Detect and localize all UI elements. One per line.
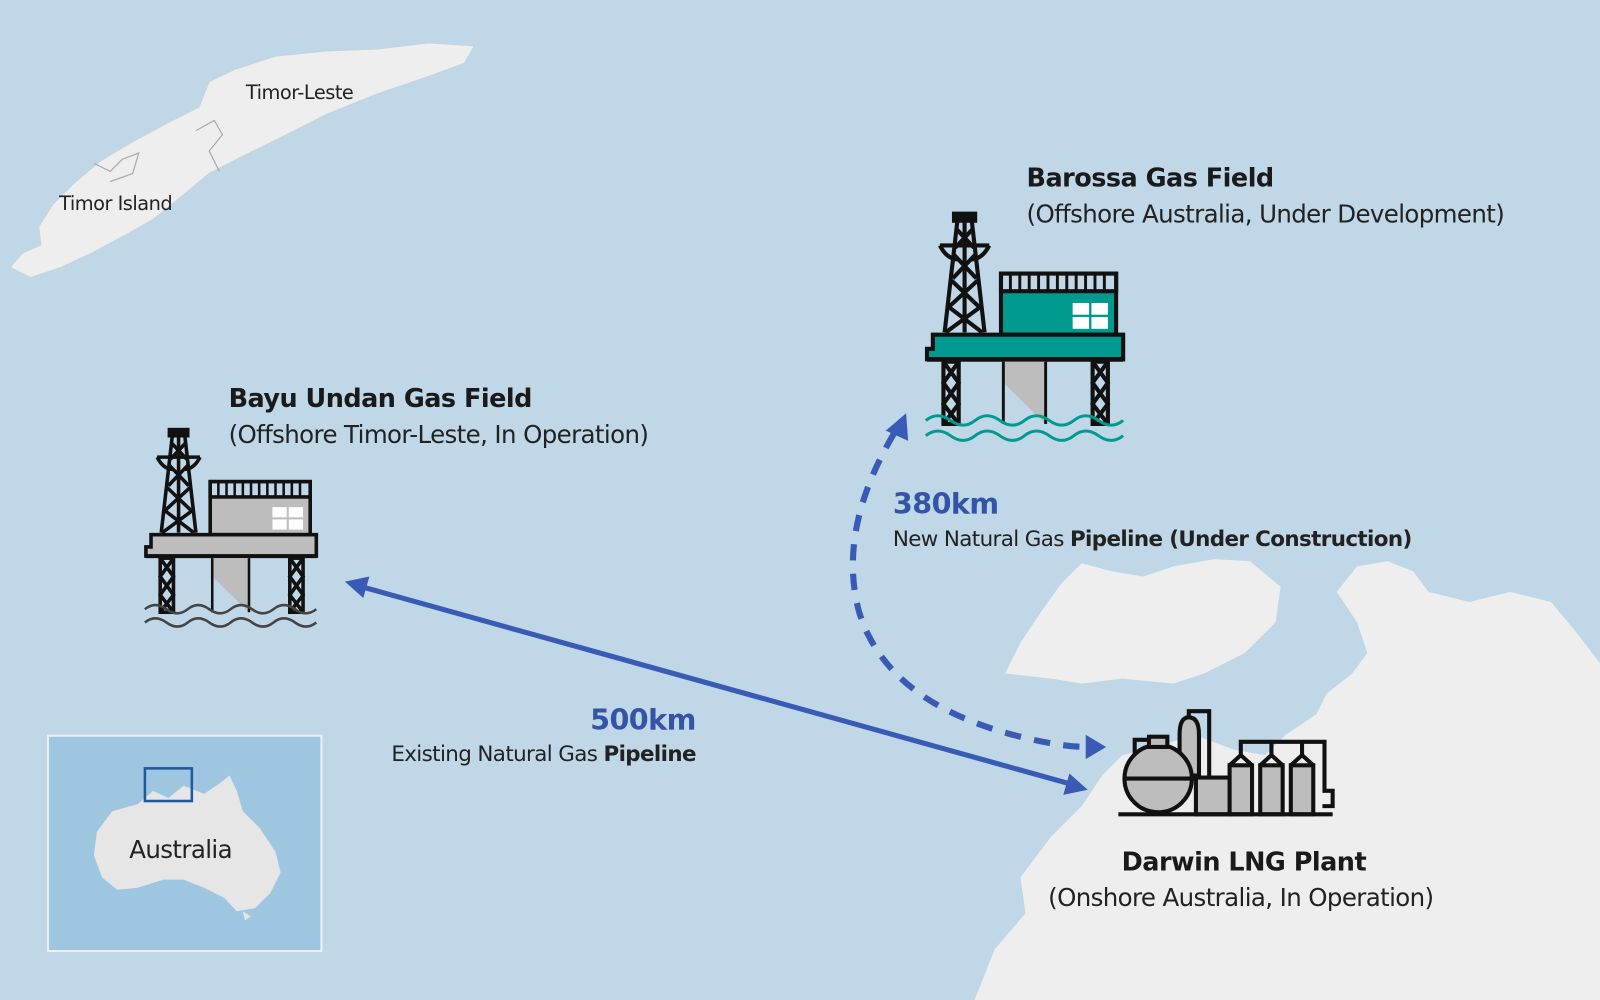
- new-pipeline-distance: 380km: [893, 486, 999, 520]
- timor-border: [93, 119, 224, 183]
- barossa-subtitle: (Offshore Australia, Under Development): [1027, 199, 1505, 228]
- arrowhead-darwin-new: [1085, 734, 1107, 760]
- existing-pipeline-label-prefix: Existing Natural Gas: [391, 742, 603, 767]
- arrowhead-barossa: [885, 413, 909, 441]
- bayu-undan-title: Bayu Undan Gas Field: [229, 384, 532, 414]
- timor-island-land: [9, 42, 476, 279]
- inset-australia-land: [93, 775, 281, 912]
- existing-pipeline-distance: 500km: [590, 703, 696, 737]
- label-timor-island: Timor Island: [58, 192, 172, 215]
- existing-pipeline-label: Existing Natural Gas Pipeline: [391, 742, 696, 767]
- inset-focus-box: [143, 767, 194, 803]
- lng-plant-icon: [1118, 709, 1335, 817]
- darwin-subtitle: (Onshore Australia, In Operation): [1048, 883, 1433, 912]
- darwin-title: Darwin LNG Plant: [1122, 847, 1367, 877]
- arrowhead-bayu: [344, 576, 370, 598]
- existing-pipeline: [344, 576, 1088, 795]
- new-pipeline-label-bold: Pipeline (Under Construction): [1070, 527, 1412, 552]
- australia-land: [974, 561, 1600, 1000]
- new-pipeline: [849, 413, 1107, 760]
- new-pipeline-label-prefix: New Natural Gas: [893, 527, 1070, 552]
- arrowhead-darwin: [1063, 773, 1088, 795]
- new-pipeline-label: New Natural Gas Pipeline (Under Construc…: [893, 527, 1412, 552]
- inset-label-australia: Australia: [129, 835, 232, 864]
- bayu-undan-subtitle: (Offshore Timor-Leste, In Operation): [229, 420, 649, 449]
- barossa-title: Barossa Gas Field: [1027, 164, 1274, 194]
- existing-pipeline-label-bold: Pipeline: [604, 742, 696, 767]
- label-timor-leste: Timor-Leste: [245, 81, 353, 104]
- melville-island: [1005, 559, 1281, 684]
- inset-map: Australia: [46, 734, 323, 953]
